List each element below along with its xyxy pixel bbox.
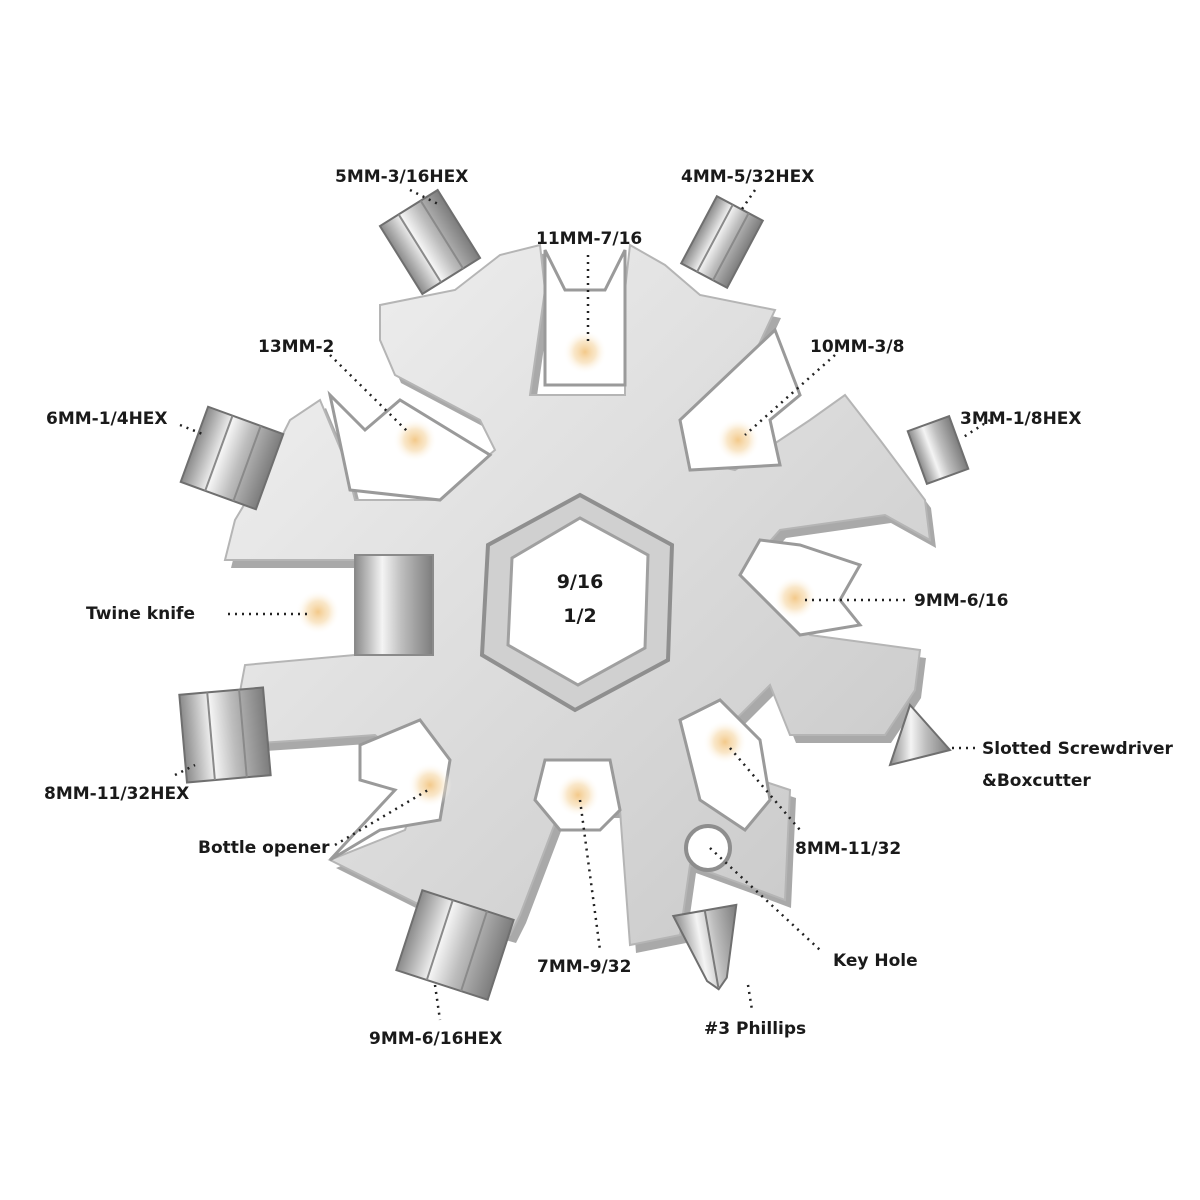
bit-6mm-icon: [179, 405, 285, 511]
label-phillips: #3 Phillips: [704, 1019, 806, 1039]
label-10mm: 10MM-3/8: [810, 337, 904, 357]
center-hex-inner: [506, 516, 650, 687]
label-key-hole: Key Hole: [833, 951, 918, 971]
label-twine-knife: Twine knife: [86, 604, 195, 624]
leader-lines: [174, 188, 991, 1021]
cutout-8mm: [678, 698, 772, 832]
label-slotted-line2: &Boxcutter: [982, 771, 1091, 791]
glow-8mm: [703, 720, 747, 764]
glow-9mm: [773, 576, 817, 620]
leader-9mmhex: [433, 984, 442, 1021]
label-11mm: 11MM-7/16: [536, 229, 642, 249]
hex-bits: [178, 188, 970, 1002]
bit-8mm-icon: [178, 686, 272, 784]
bit-3mm-icon: [906, 414, 970, 486]
bit-4mm-icon: [679, 194, 765, 290]
label-6mm-hex: 6MM-1/4HEX: [46, 409, 168, 429]
cutout-bottle: [328, 718, 452, 862]
label-5mm-hex: 5MM-3/16HEX: [335, 167, 468, 187]
label-8mm: 8MM-11/32: [795, 839, 901, 859]
twine-knife-slot: [354, 554, 434, 656]
label-4mm-hex: 4MM-5/32HEX: [681, 167, 814, 187]
glow-markers: [296, 330, 817, 817]
slotted-screwdriver-blade-icon: [888, 703, 952, 767]
glow-bottle: [408, 763, 452, 807]
label-13mm: 13MM-2: [258, 337, 334, 357]
label-bottle-opener: Bottle opener: [198, 838, 330, 858]
center-size-label-top: 9/16: [557, 571, 604, 593]
glow-twine: [296, 590, 340, 634]
label-slotted-line1: Slotted Screwdriver: [982, 739, 1174, 759]
label-7mm: 7MM-9/32: [537, 957, 631, 977]
key-hole-icon: [684, 824, 732, 872]
glow-13mm: [393, 418, 437, 462]
label-9mm: 9MM-6/16: [914, 591, 1008, 611]
phillips-bit-icon: [671, 903, 738, 991]
label-9mm-hex: 9MM-6/16HEX: [369, 1029, 502, 1049]
glow-7mm: [556, 773, 600, 817]
bit-5mm-icon: [378, 188, 482, 296]
glow-10mm: [716, 418, 760, 462]
callout-labels: 5MM-3/16HEX 4MM-5/32HEX 11MM-7/16 13MM-2…: [44, 167, 1174, 1049]
leader-13mm: [329, 354, 409, 433]
label-8mm-hex: 8MM-11/32HEX: [44, 784, 189, 804]
leader-6mm: [179, 423, 206, 437]
glow-11mm: [563, 330, 607, 374]
leader-4mm: [738, 189, 757, 213]
label-3mm-hex: 3MM-1/8HEX: [960, 409, 1082, 429]
snowflake-tool-body: [223, 243, 936, 953]
cutout-10mm: [678, 327, 802, 472]
center-size-label-bottom: 1/2: [563, 605, 596, 627]
bit-9mm-icon: [395, 888, 515, 1002]
leader-7mm: [578, 799, 602, 951]
leader-phillips: [746, 984, 754, 1011]
